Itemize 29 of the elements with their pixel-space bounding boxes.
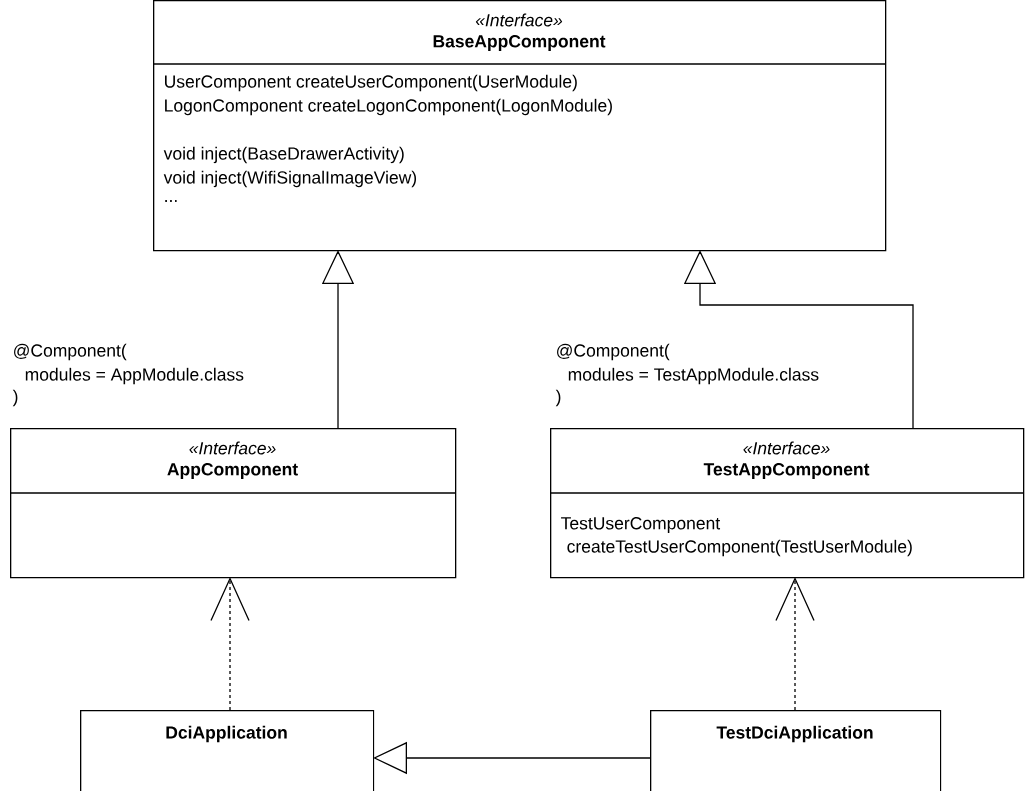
class-name: TestAppComponent bbox=[703, 463, 870, 479]
class-box bbox=[80, 710, 375, 791]
method-signature: void inject(WifiSignalImageView) bbox=[163, 170, 417, 188]
method-signature: LogonComponent createLogonComponent(LogonModule) bbox=[165, 98, 612, 116]
annotation-text: modules = AppModule.class bbox=[25, 367, 244, 385]
class-name: TestDciApplication bbox=[716, 725, 873, 743]
realization-arrow bbox=[775, 577, 815, 711]
class-name: AppComponent bbox=[167, 463, 298, 479]
interface-box bbox=[549, 428, 1025, 579]
method-signature: UserComponent createUserComponent(UserModule) bbox=[165, 74, 577, 92]
annotation-text: ) bbox=[555, 389, 561, 407]
generalization-arrow bbox=[683, 250, 914, 429]
class-name: BaseAppComponent bbox=[433, 35, 606, 51]
stereotype: «Interface» bbox=[475, 13, 563, 27]
realization-arrow bbox=[210, 577, 250, 711]
method-signature: void inject(BaseDrawerActivity) bbox=[163, 146, 404, 164]
annotation-text: modules = TestAppModule.class bbox=[568, 367, 819, 385]
method-signature: TestUserComponent bbox=[561, 517, 721, 533]
class-name: DciApplication bbox=[166, 725, 287, 743]
stereotype: «Interface» bbox=[743, 441, 830, 455]
method-signature: createTestUserComponent(TestUserModule) bbox=[567, 539, 912, 557]
stereotype: «Interface» bbox=[189, 441, 276, 455]
class-box bbox=[650, 710, 942, 791]
annotation-text: ) bbox=[12, 389, 18, 407]
method-signature: ... bbox=[165, 200, 177, 202]
annotation-text: @Component( bbox=[557, 343, 670, 361]
interface-box bbox=[152, 0, 887, 252]
annotation-text: @Component( bbox=[14, 343, 127, 361]
interface-box bbox=[9, 428, 457, 579]
